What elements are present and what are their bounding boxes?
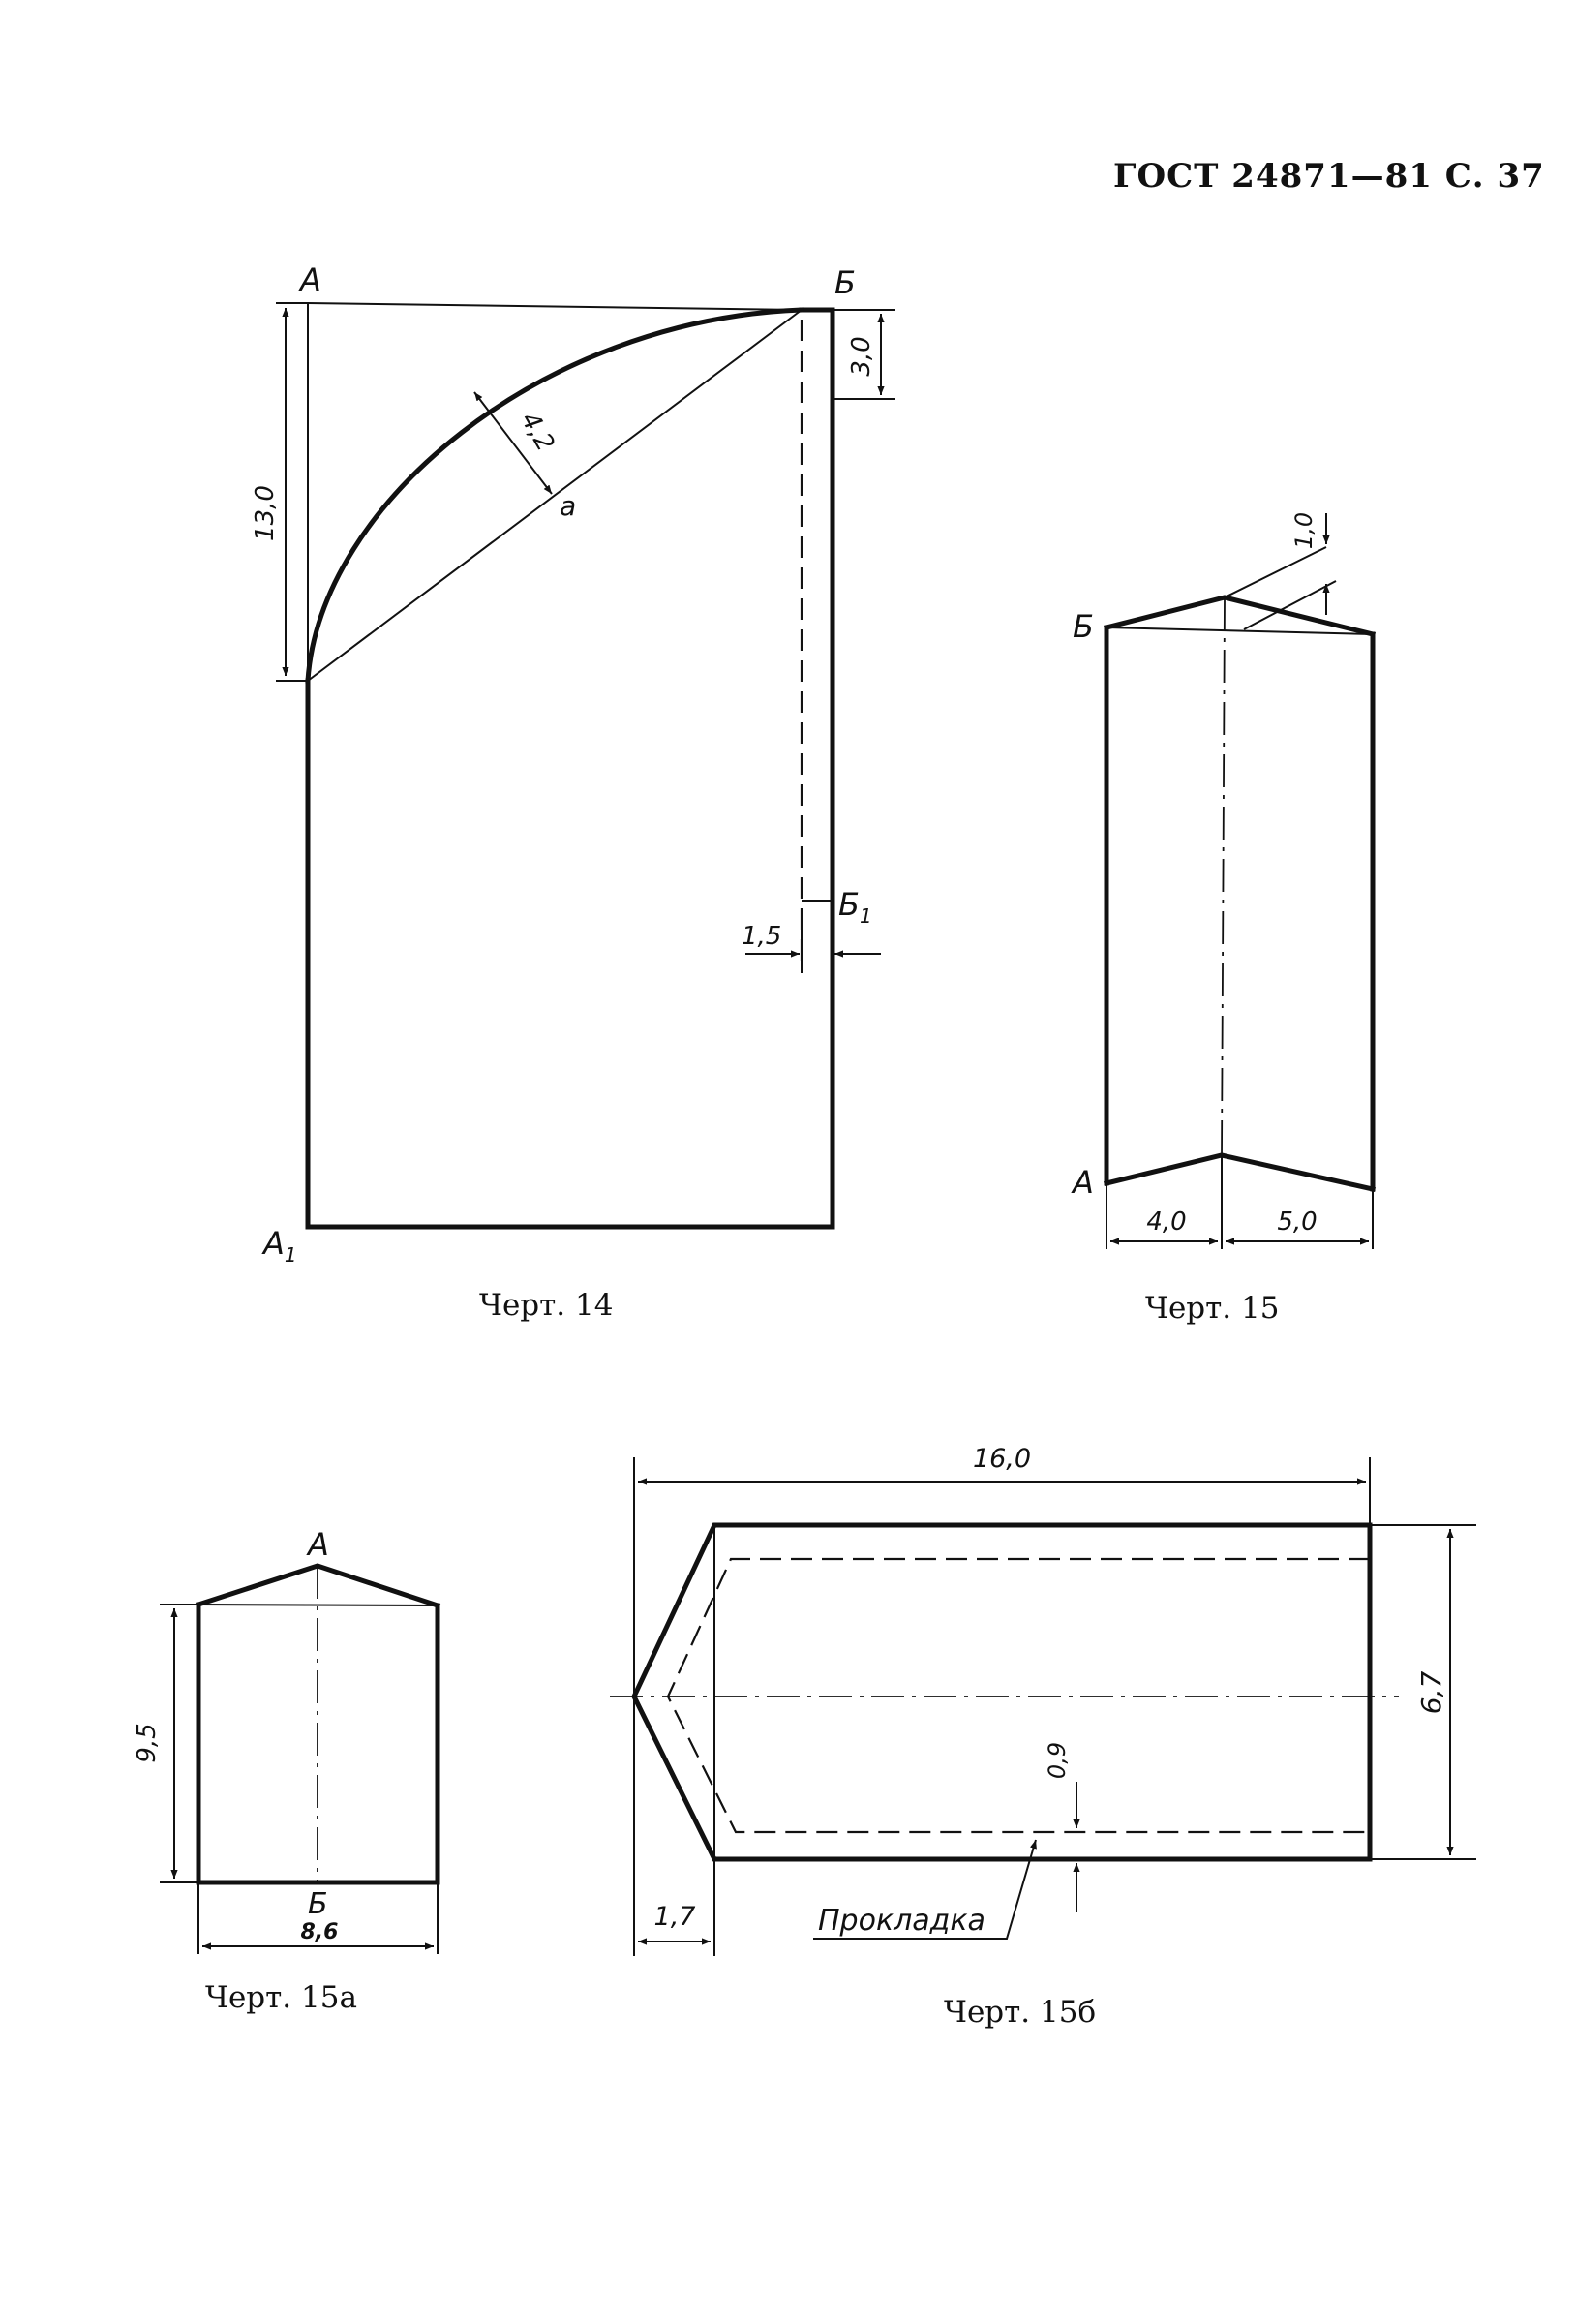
figure-15b: 16,0 6,7 0,9 1,7 Прокладка — [610, 1444, 1476, 1956]
figure-14: А Б А1 Б1 а 13,0 3,0 4,2 1,5 — [251, 261, 895, 1267]
fig15b-outline — [631, 1522, 1373, 1862]
page-header: ГОСТ 24871—81 С. 37 — [1113, 157, 1545, 196]
fig14-label-b1: Б1 — [838, 886, 872, 928]
fig15a-label-a: А — [306, 1526, 329, 1563]
fig14-top-line — [307, 302, 803, 311]
fig15b-liner-dashed — [666, 1557, 1370, 1834]
fig15-center-axis — [1221, 596, 1226, 1156]
fig15-top-base — [1106, 627, 1374, 635]
fig15-dim-10-text: 1,0 — [1290, 512, 1318, 549]
fig15b-dim-160-text: 16,0 — [973, 1444, 1031, 1474]
fig14-dim-13-text: 13,0 — [251, 485, 280, 541]
fig15b-dim-67-text: 6,7 — [1415, 1671, 1447, 1715]
fig15a-label-b: Б — [308, 1887, 328, 1921]
fig15a-dim-95-text: 9,5 — [133, 1723, 162, 1762]
fig15b-callout-leader — [813, 1839, 1037, 1940]
fig15-label-b: Б — [1073, 608, 1094, 645]
fig14-dim-42-text: 4,2 — [515, 408, 561, 457]
caption-fig15b: Черт. 15б — [944, 1995, 1097, 2030]
fig14-dim-42 — [473, 391, 553, 495]
fig15b-callout-label: Прокладка — [818, 1904, 985, 1938]
fig14-dim-3-text: 3,0 — [847, 336, 876, 376]
fig15b-dim-17-text: 1,7 — [654, 1902, 696, 1932]
fig14-label-a: А — [298, 261, 321, 298]
fig15-dim-40-text: 4,0 — [1146, 1208, 1186, 1237]
fig14-label-arc-point: а — [560, 490, 576, 522]
caption-fig14: Черт. 14 — [479, 1288, 614, 1323]
figure-15a: А Б 9,5 8,6 — [133, 1526, 441, 1954]
fig15-dim-50-text: 5,0 — [1277, 1208, 1317, 1237]
fig14-outline — [305, 307, 835, 1230]
fig15b-dim-09-text: 0,9 — [1044, 1742, 1071, 1779]
fig14-chord — [307, 309, 803, 682]
figure-15: Б А 1,0 4,0 5,0 — [1071, 512, 1377, 1249]
caption-fig15: Черт. 15 — [1145, 1291, 1280, 1326]
fig15-bottom-roof — [1103, 1152, 1376, 1192]
fig14-curve — [305, 307, 804, 684]
fig15a-dim-86-text: 8,6 — [301, 1920, 339, 1944]
caption-fig15a: Черт. 15а — [205, 1980, 357, 2015]
fig15-label-a: А — [1071, 1164, 1094, 1201]
fig14-label-a1: А1 — [261, 1225, 297, 1267]
fig14-dim-15-text: 1,5 — [742, 922, 781, 951]
fig14-label-b: Б — [834, 264, 856, 301]
